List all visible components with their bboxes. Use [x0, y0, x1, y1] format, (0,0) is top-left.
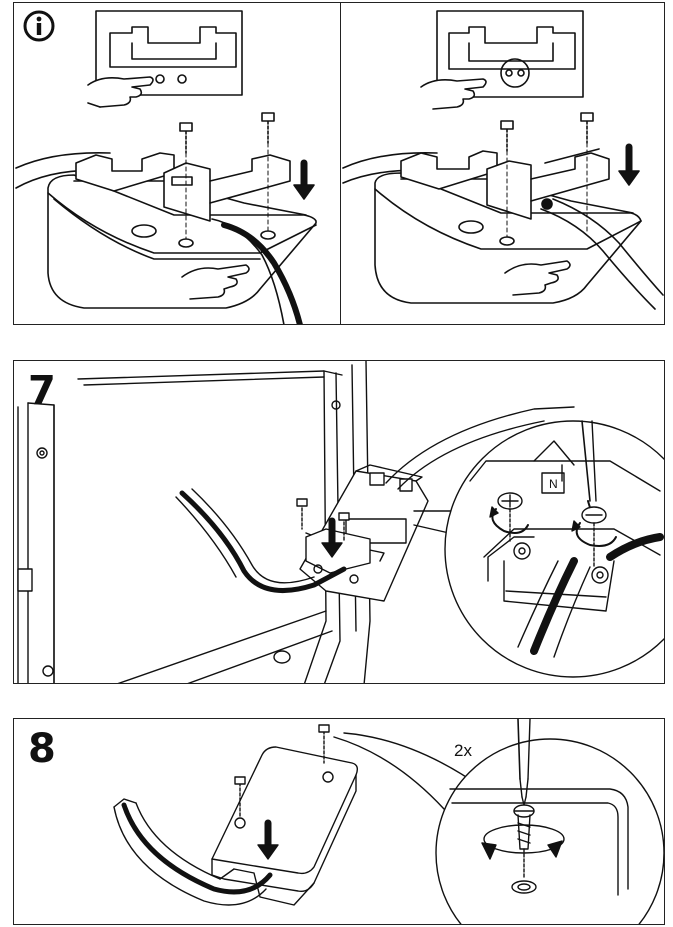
svg-text:N: N: [549, 477, 558, 491]
step-8-panel: 8 2x: [13, 718, 665, 925]
step-7-panel: 7: [13, 360, 665, 684]
info-left-illustration: [15, 10, 317, 324]
step-7-illustration: N: [17, 361, 664, 683]
step-number: 8: [28, 726, 56, 772]
info-panel-left: [13, 2, 341, 325]
info-icon: [22, 9, 56, 43]
repeat-count-label: 2x: [454, 741, 472, 760]
step-8-illustration: [113, 719, 664, 924]
info-right-illustration: [342, 10, 664, 310]
info-panel-right: [340, 2, 665, 325]
